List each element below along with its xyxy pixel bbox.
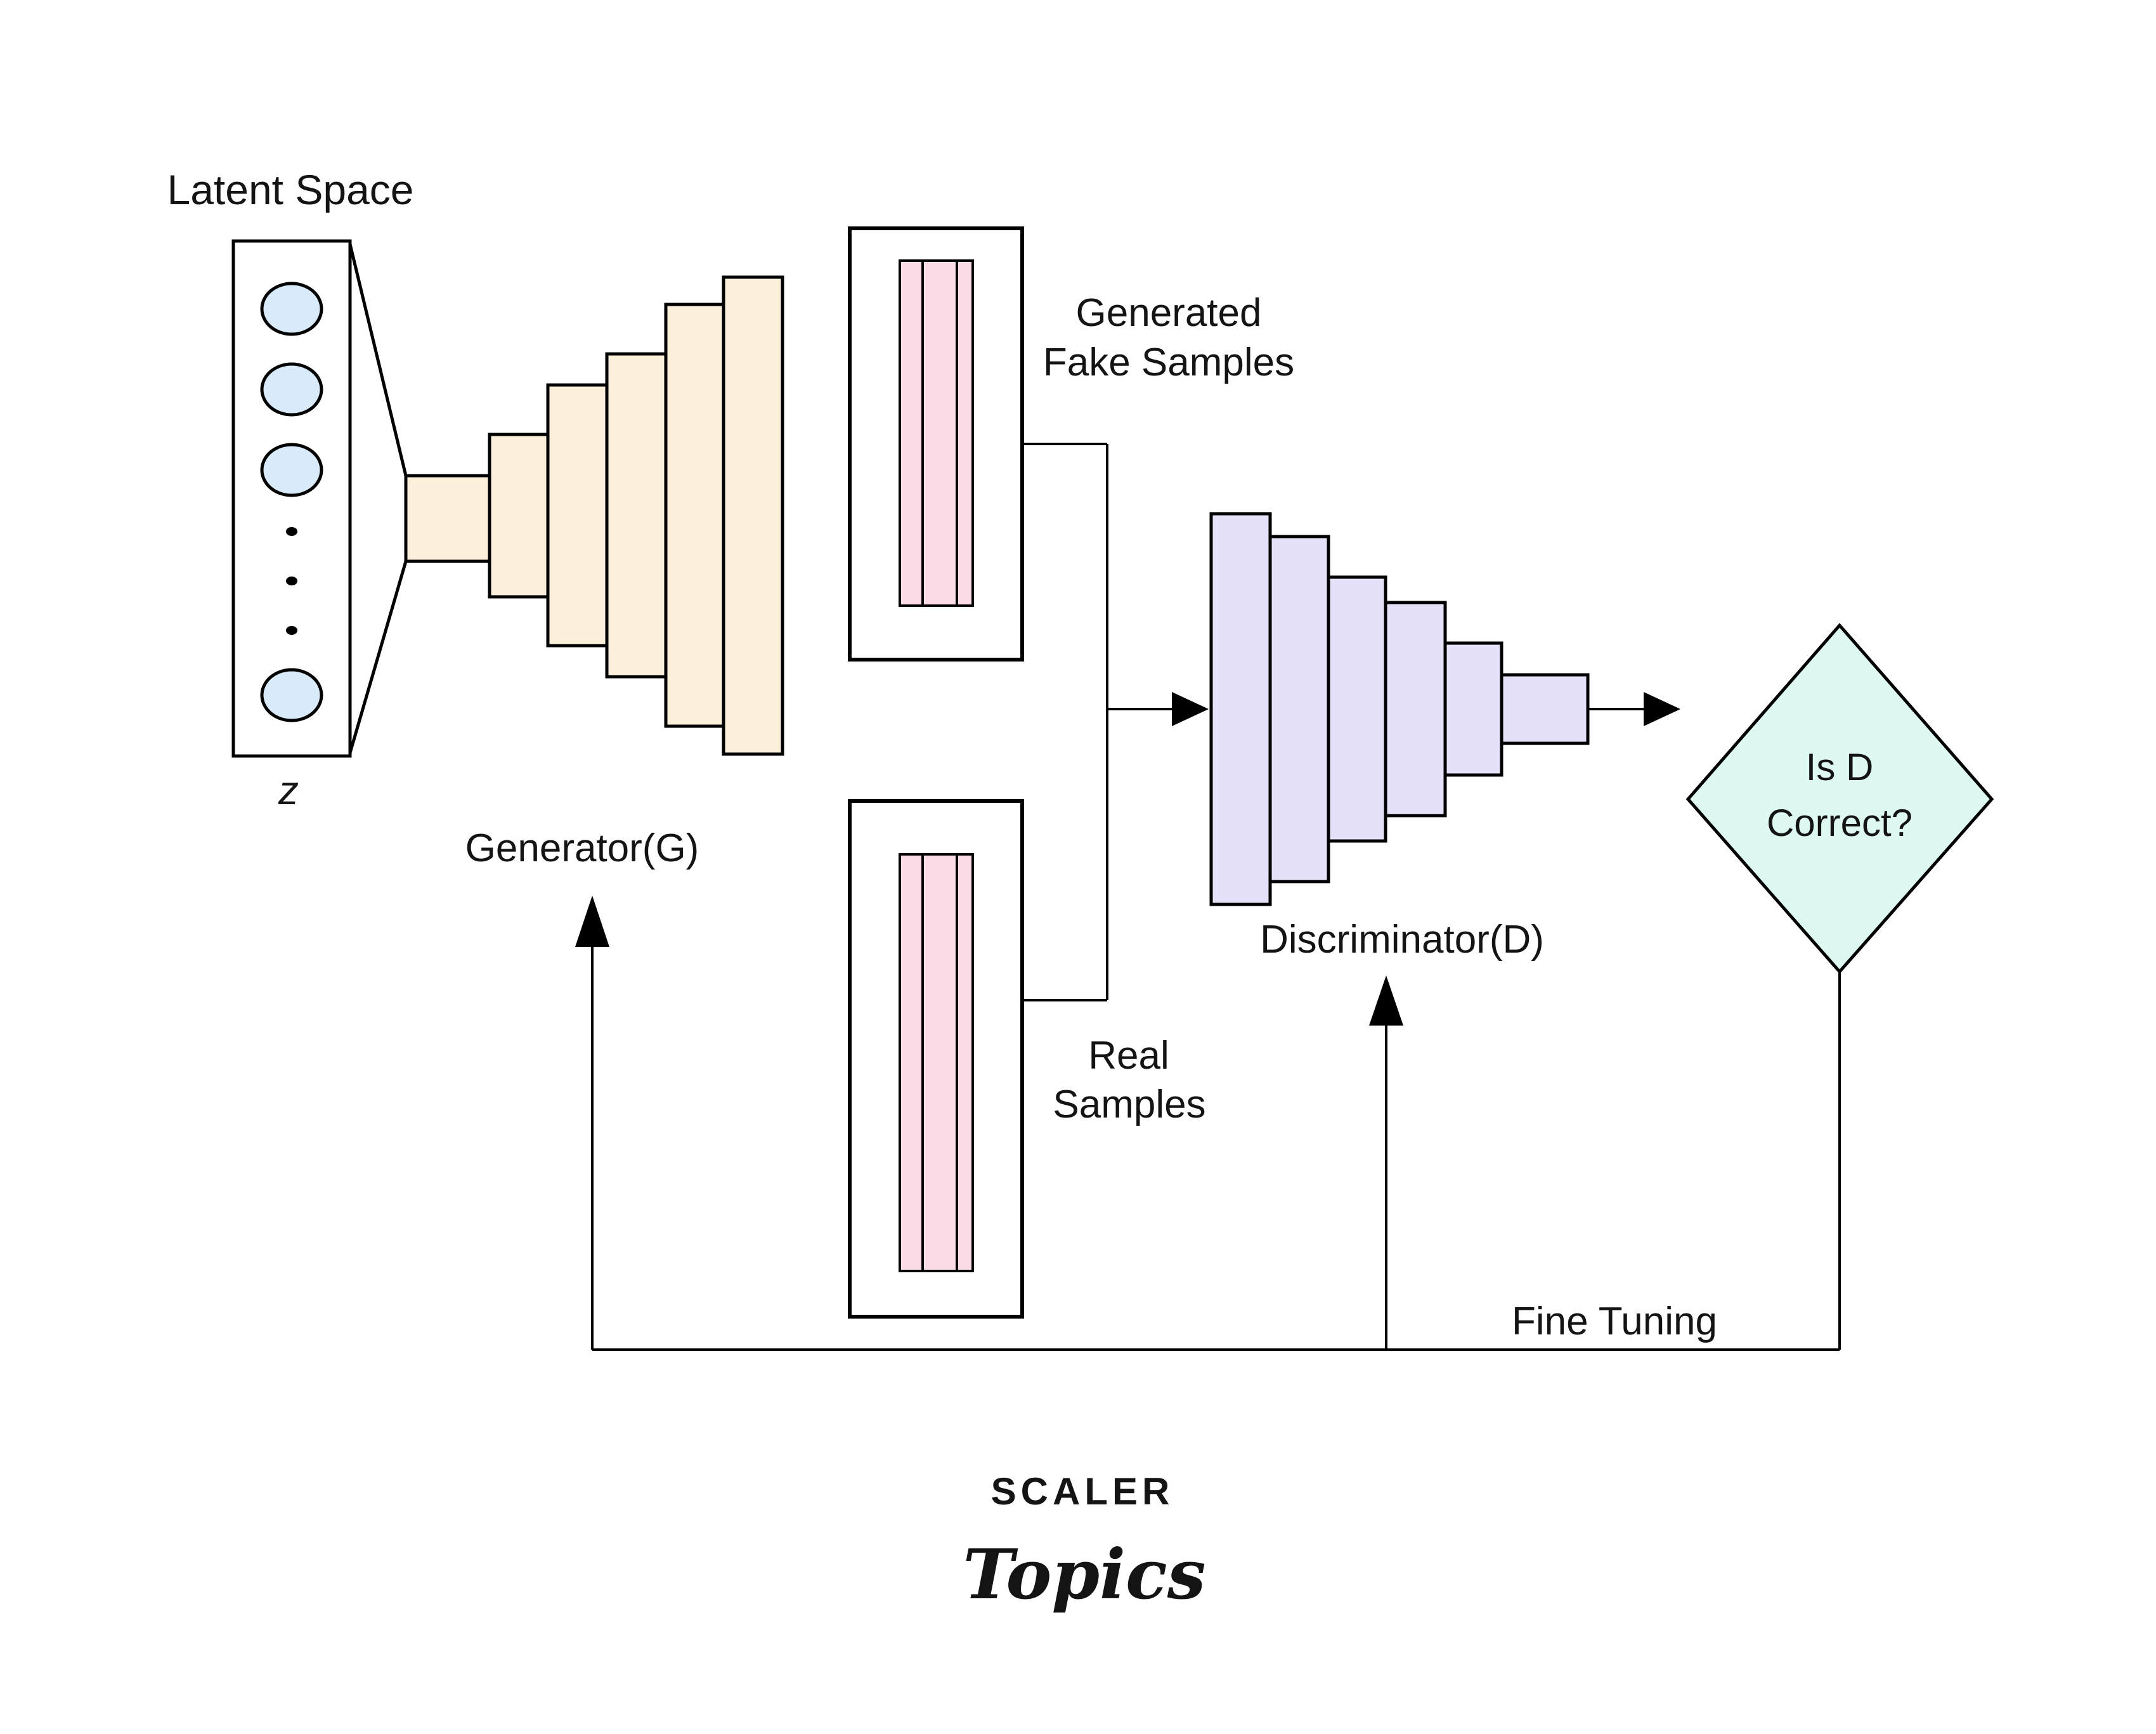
logo-sub-text: Topics: [963, 1535, 1205, 1615]
real-sample-stripe: [956, 853, 974, 1272]
funnel-top-line: [348, 244, 408, 476]
generator-layer-5: [722, 275, 784, 756]
arrow-right-to-discriminator-icon: [1172, 692, 1209, 726]
generator-label: Generator(G): [465, 826, 699, 870]
fake-sample-stripe: [899, 259, 924, 607]
generator-group: Generator(G): [404, 275, 784, 1350]
logo-group: SCALER Topics: [963, 1470, 1205, 1615]
generator-layer-3: [605, 352, 668, 679]
junction-group: [1106, 444, 1209, 1000]
discriminator-group: Discriminator(D): [1209, 512, 1590, 1350]
logo-brand-text: SCALER: [991, 1470, 1174, 1513]
arrow-right-to-decision-icon: [1644, 692, 1680, 726]
latent-node: [260, 362, 323, 417]
arrow-up-to-discriminator-icon: [1369, 975, 1403, 1026]
real-samples-group: Real Samples: [848, 799, 1206, 1319]
ellipsis-dot: [286, 577, 297, 585]
generator-layer-1: [488, 433, 550, 599]
latent-space-label: Latent Space: [167, 166, 414, 213]
real-samples-label-line1: Real: [1088, 1034, 1169, 1078]
discriminator-layer-6: [1500, 673, 1590, 745]
fake-sample-stripe: [921, 259, 958, 607]
real-samples-label-line2: Samples: [1053, 1083, 1205, 1126]
discriminator-layer-5: [1443, 641, 1503, 777]
latent-space-group: Latent Space z: [167, 166, 414, 813]
feedback-group: Fine Tuning: [592, 1300, 1840, 1351]
decision-diamond: [1685, 623, 1994, 974]
discriminator-layer-1: [1209, 512, 1272, 906]
generator-layer-2: [546, 383, 609, 648]
z-label: z: [278, 767, 299, 813]
funnel-bottom-line: [348, 561, 408, 753]
latent-node: [260, 443, 323, 497]
decision-label-line2: Correct?: [1767, 802, 1912, 844]
discriminator-label: Discriminator(D): [1260, 918, 1544, 962]
latent-node: [260, 282, 323, 336]
fine-tuning-label: Fine Tuning: [1512, 1300, 1717, 1343]
real-sample-stripe: [921, 853, 958, 1272]
generated-fake-samples-label-line2: Fake Samples: [1043, 341, 1294, 384]
decision-label-line1: Is D: [1806, 746, 1874, 788]
real-sample-stripe: [899, 853, 924, 1272]
discriminator-layer-2: [1268, 535, 1330, 883]
generator-layer-4: [664, 303, 725, 728]
arrow-up-to-generator-icon: [575, 896, 609, 947]
latent-node: [260, 668, 323, 722]
fake-sample-stripe: [956, 259, 974, 607]
generator-layer-0: [404, 474, 491, 563]
generated-fake-samples-group: Generated Fake Samples: [848, 226, 1294, 662]
discriminator-layer-4: [1384, 601, 1447, 818]
ellipsis-dot: [286, 527, 297, 536]
decision-group: Is D Correct?: [1588, 623, 1994, 1350]
generated-fake-samples-label-line1: Generated: [1076, 291, 1262, 335]
discriminator-layer-3: [1327, 575, 1387, 843]
ellipsis-dot: [286, 626, 297, 635]
